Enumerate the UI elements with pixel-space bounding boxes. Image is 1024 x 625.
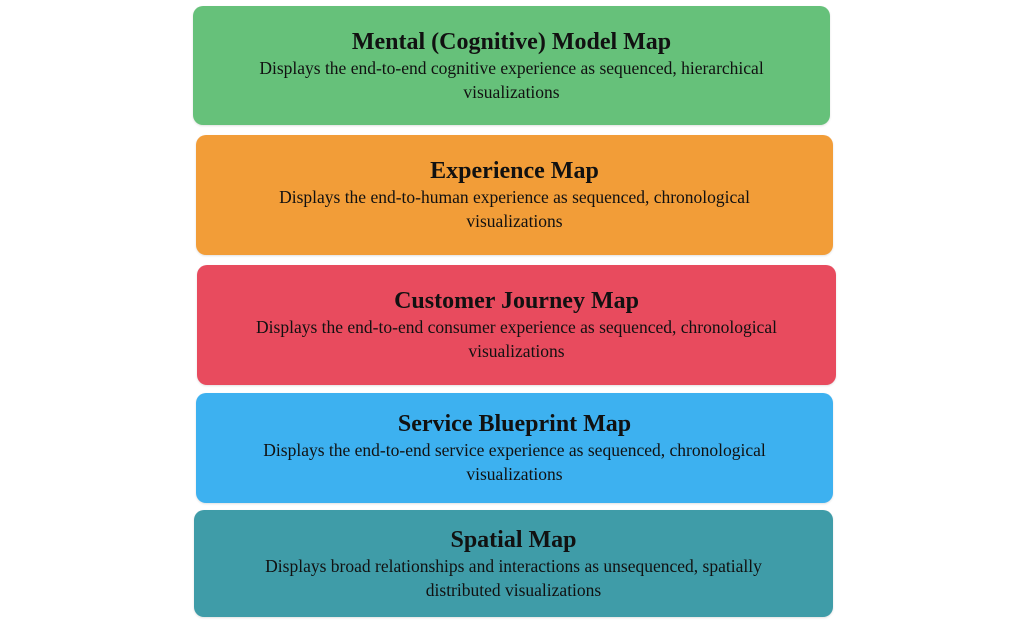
experience-map-box: Experience Map Displays the end-to-human…: [196, 135, 833, 255]
box-title: Customer Journey Map: [394, 288, 639, 314]
box-title: Spatial Map: [450, 526, 577, 553]
box-description-line1: Displays the end-to-human experience as …: [279, 187, 750, 207]
customer-journey-map-box: Customer Journey Map Displays the end-to…: [197, 265, 836, 385]
box-description-line1: Displays the end-to-end cognitive experi…: [259, 57, 764, 78]
box-description-line1: Displays broad relationships and interac…: [265, 555, 762, 576]
box-description-line2: distributed visualizations: [425, 579, 602, 600]
box-description-line2: visualizations: [468, 341, 565, 361]
box-description-line1: Displays the end-to-end consumer experie…: [256, 317, 777, 337]
mental-model-map-box: Mental (Cognitive) Model Map Displays th…: [193, 6, 830, 125]
box-title: Service Blueprint Map: [397, 411, 632, 437]
box-description-line2: visualizations: [463, 81, 560, 102]
service-blueprint-map-box: Service Blueprint Map Displays the end-t…: [196, 393, 833, 503]
box-title: Mental (Cognitive) Model Map: [351, 28, 672, 55]
box-title: Experience Map: [430, 158, 599, 184]
box-description-line2: visualizations: [466, 464, 563, 484]
spatial-map-box: Spatial Map Displays broad relationships…: [194, 510, 833, 617]
box-description-line1: Displays the end-to-end service experien…: [263, 440, 766, 460]
box-description-line2: visualizations: [466, 211, 563, 231]
